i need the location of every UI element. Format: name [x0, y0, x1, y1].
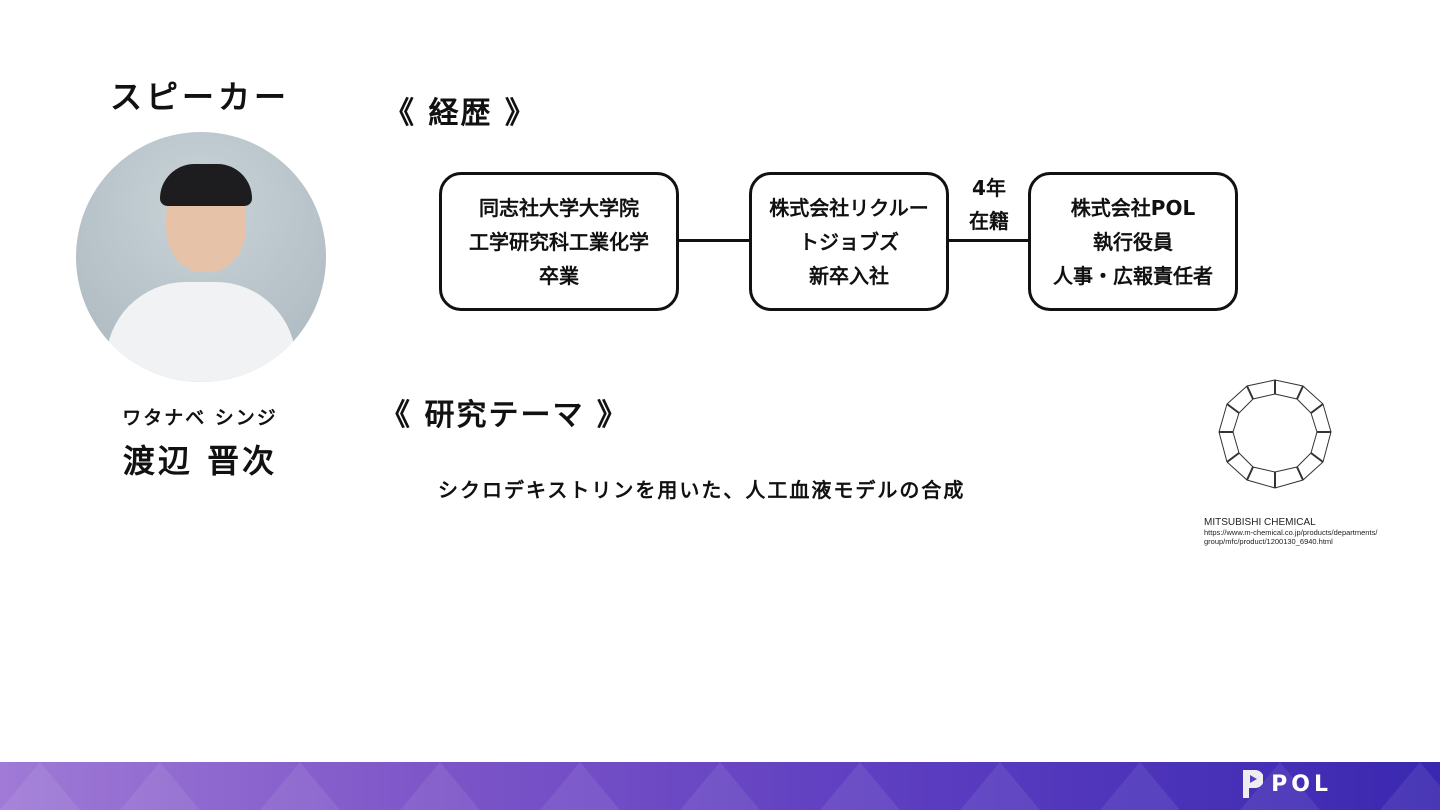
cyclodextrin-structure-image [1218, 379, 1332, 489]
career-box-education: 同志社大学大学院工学研究科工業化学卒業 [439, 172, 679, 311]
career-heading: 《 経歴 》 [384, 96, 537, 131]
connector [679, 239, 749, 242]
speaker-name-kana: ワタナベ シンジ [122, 407, 278, 429]
research-heading: 《 研究テーマ 》 [380, 398, 629, 433]
connector [949, 239, 1028, 242]
speaker-title: スピーカー [109, 78, 290, 116]
speaker-name-kanji: 渡辺 晋次 [122, 442, 278, 480]
research-theme: シクロデキストリンを用いた、人工血液モデルの合成 [438, 478, 966, 502]
career-box-recruit: 株式会社リクルートジョブズ新卒入社 [749, 172, 949, 311]
tenure-label: 4年在籍 [969, 176, 1009, 233]
triangle-pattern [0, 762, 1440, 810]
pol-logo-icon [1243, 770, 1264, 798]
pol-logo: POL [1243, 770, 1332, 798]
image-credit: MITSUBISHI CHEMICAL https://www.m-chemic… [1204, 517, 1378, 546]
footer-banner [0, 762, 1440, 810]
speaker-photo [76, 132, 326, 382]
